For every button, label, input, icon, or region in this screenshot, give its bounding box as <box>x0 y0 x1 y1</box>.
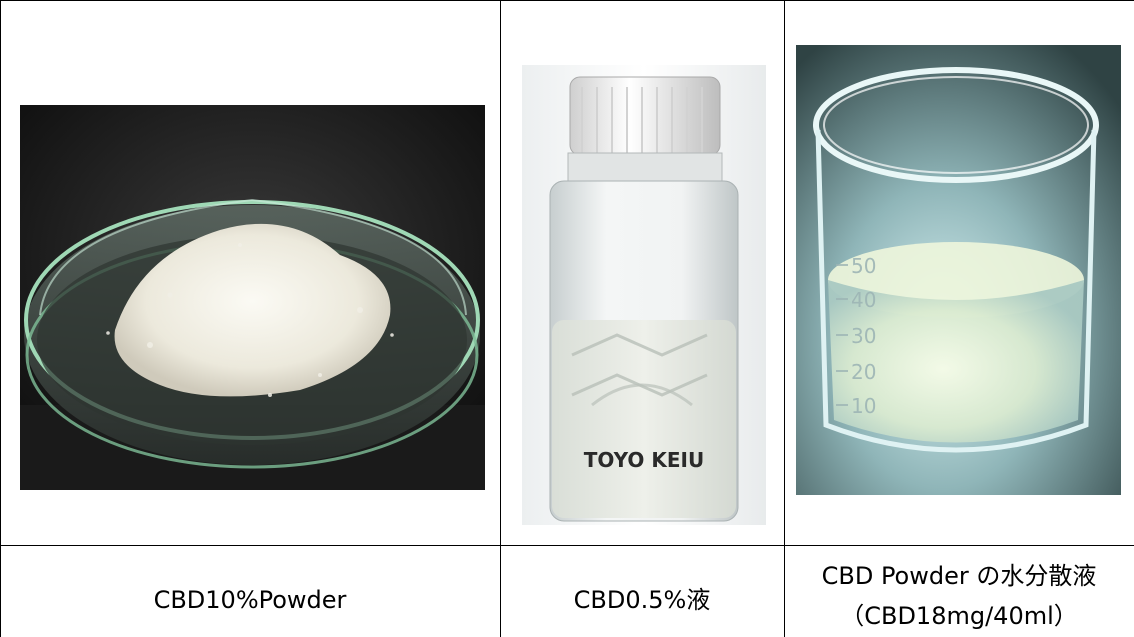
table-divider-2 <box>784 0 785 637</box>
caption-cbd10-powder: CBD10%Powder <box>153 586 347 614</box>
petri-dish-image <box>20 105 485 490</box>
table-border-top <box>0 0 1134 1</box>
photo-petri-dish-powder <box>20 105 485 490</box>
table-divider-1 <box>500 0 501 637</box>
beaker-image: 50 40 30 20 10 <box>796 45 1121 495</box>
caption-concentration: （CBD18mg/40ml） <box>840 602 1078 630</box>
table-row-divider <box>0 545 1134 546</box>
caption-cbd-liquid: CBD0.5%液 <box>573 586 711 614</box>
photo-beaker-dispersion: 50 40 30 20 10 <box>796 45 1121 495</box>
beaker-scale-40: 40 <box>851 288 876 312</box>
table-border-left <box>0 0 1 637</box>
beaker-scale-30: 30 <box>851 324 876 348</box>
beaker-scale-10: 10 <box>851 394 876 418</box>
vial-image: TOYO KEIU <box>522 65 766 525</box>
beaker-scale-20: 20 <box>851 360 876 384</box>
caption-water-dispersion: CBD Powder の水分散液 <box>821 562 1097 590</box>
photo-vial-liquid: TOYO KEIU <box>522 65 766 525</box>
vial-label: TOYO KEIU <box>584 448 705 472</box>
beaker-scale-50: 50 <box>851 254 876 278</box>
